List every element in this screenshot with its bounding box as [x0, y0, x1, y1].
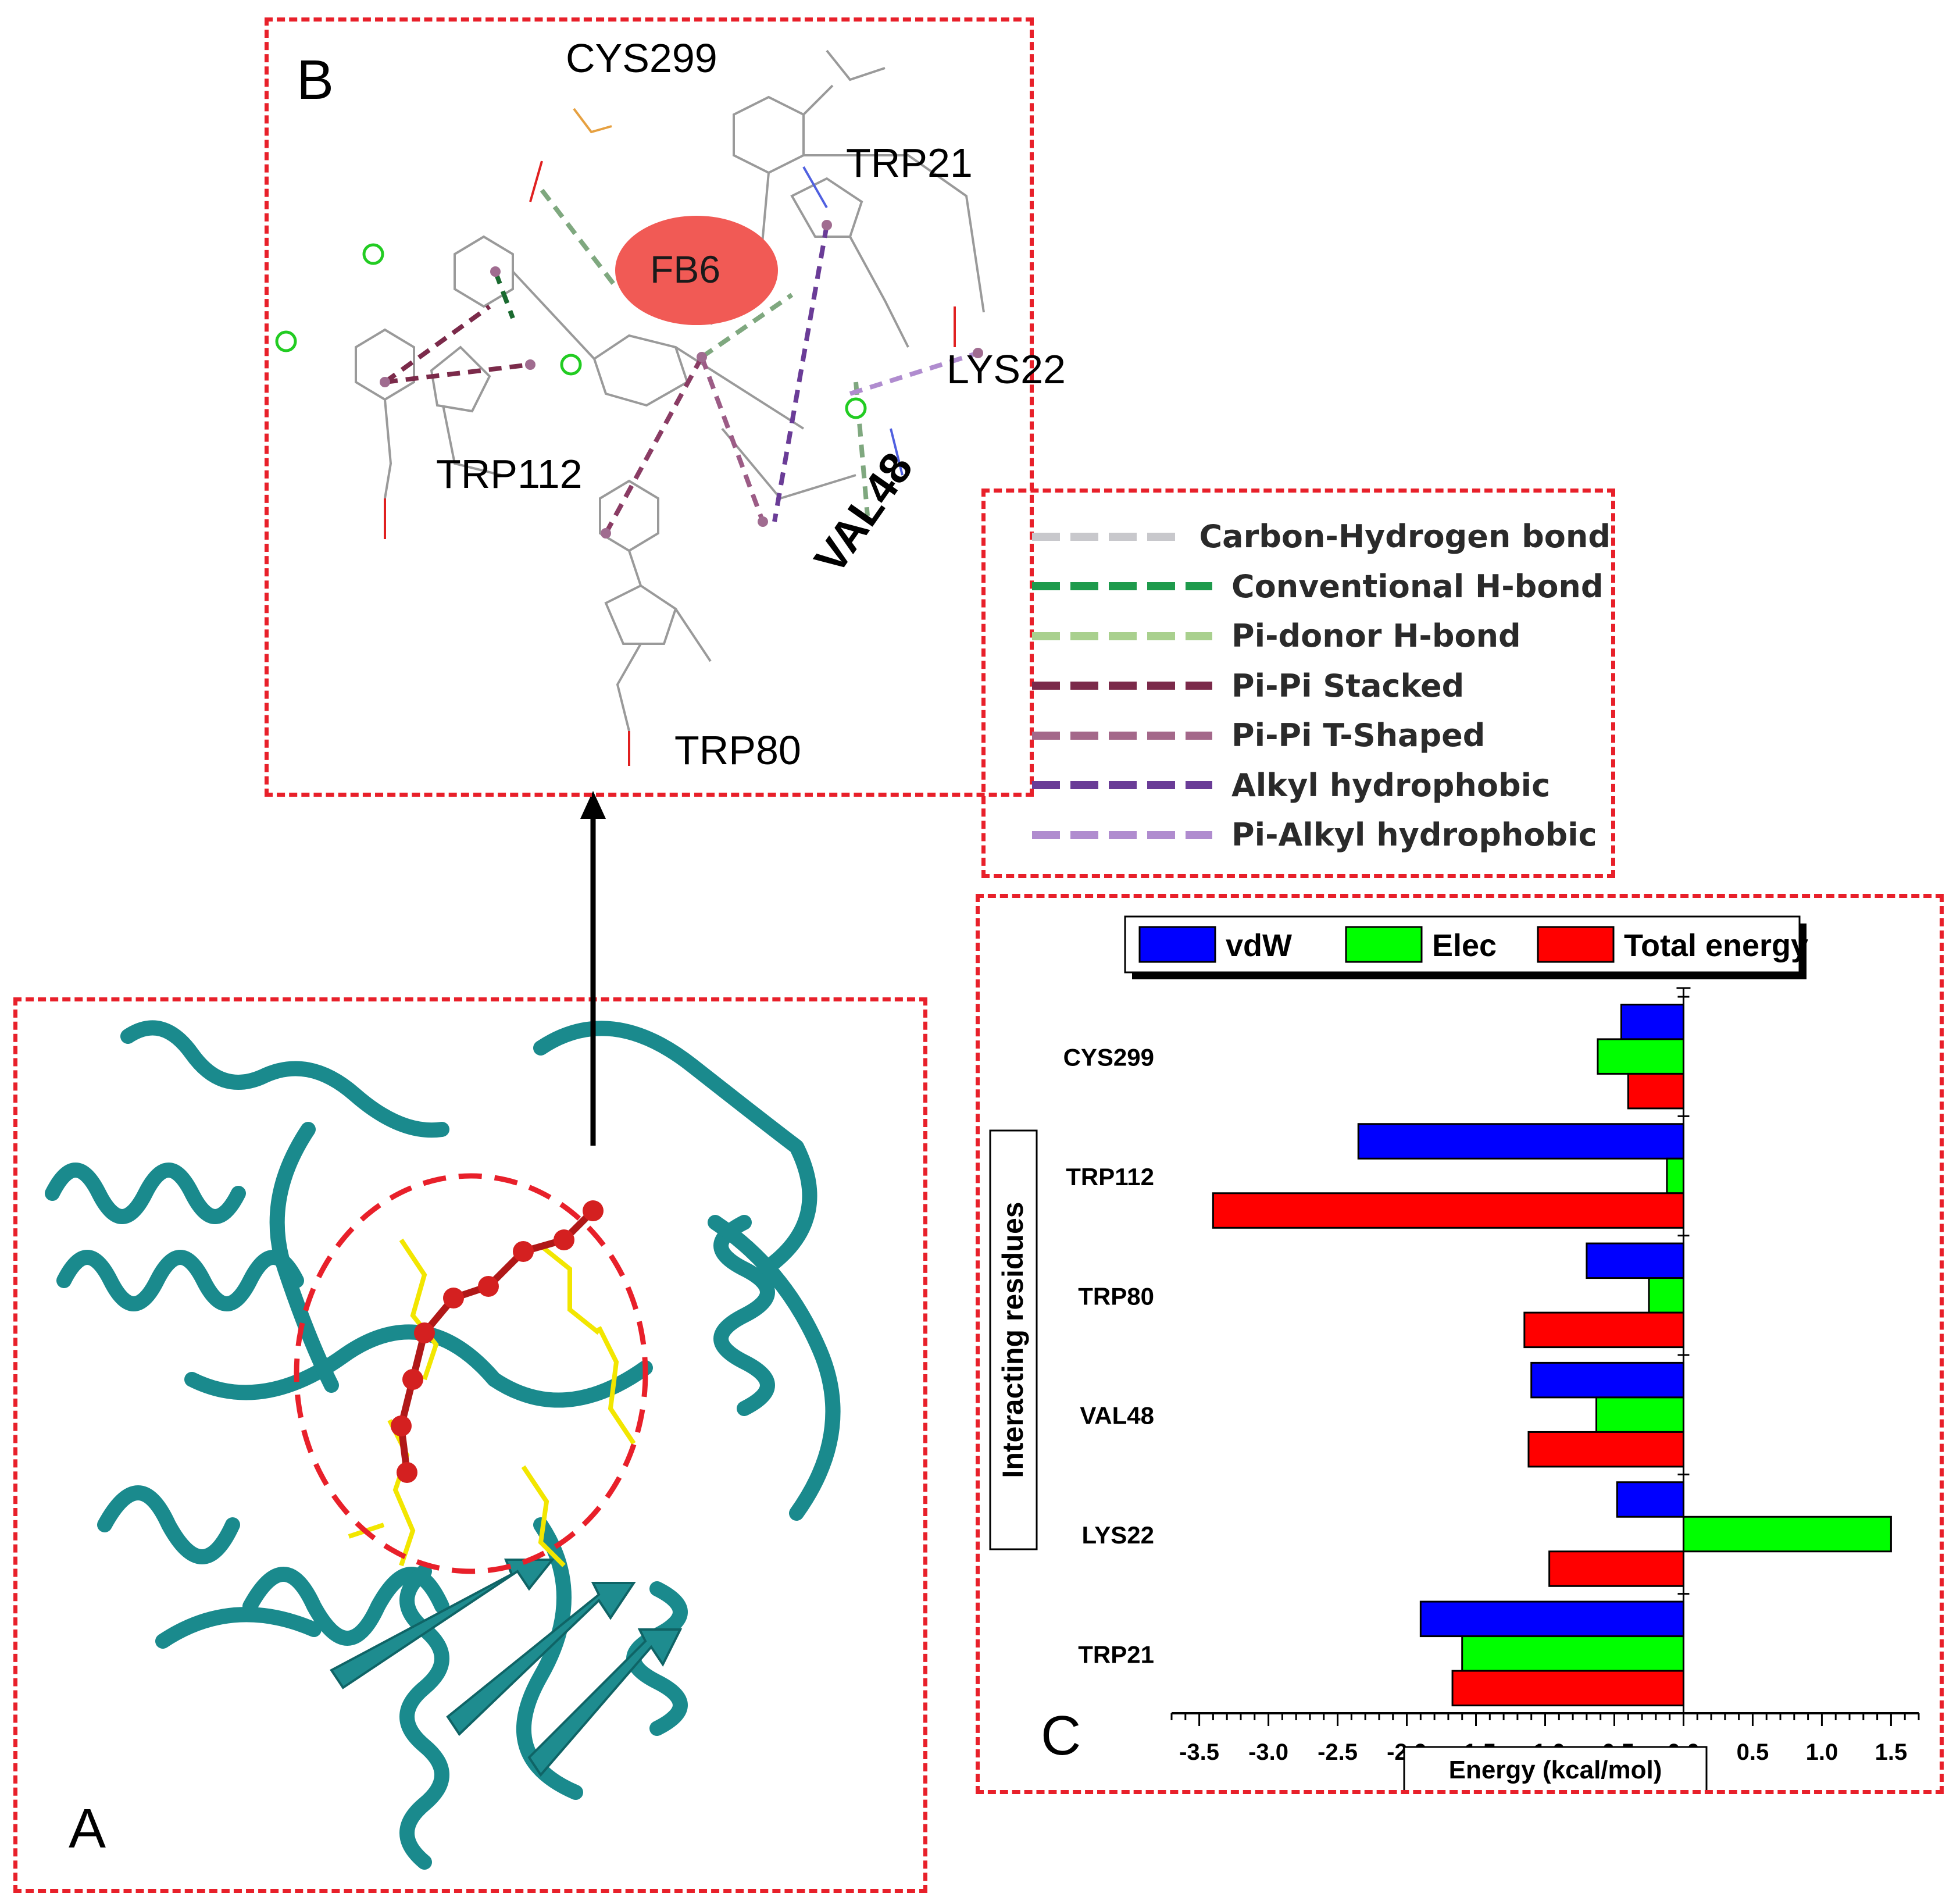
panel-label-a: A	[69, 1798, 106, 1860]
interaction-legend-label: Pi-Pi Stacked	[1231, 667, 1465, 704]
interaction-legend-label: Pi-Pi T-Shaped	[1231, 717, 1486, 754]
legend-label: vdW	[1226, 928, 1292, 963]
residue-label-lys22: LYS22	[947, 347, 1066, 392]
bar-lys22-total-energy	[1548, 1550, 1684, 1587]
x-tick-label: 1.5	[1875, 1739, 1908, 1765]
bar-trp80-elec	[1648, 1277, 1684, 1314]
bar-trp112-total-energy	[1212, 1192, 1684, 1229]
legend-frame	[1124, 915, 1801, 974]
fb6-label: FB6	[650, 248, 721, 291]
panel-c	[976, 894, 1944, 1794]
interaction-legend-item: Pi-Pi T-Shaped	[1029, 711, 1611, 761]
bar-val48-vdw	[1530, 1361, 1684, 1399]
y-tick-label: TRP21	[1078, 1641, 1154, 1668]
interaction-legend-label: Conventional H-bond	[1231, 568, 1604, 605]
residue-label-trp112: TRP112	[436, 451, 583, 497]
y-tick-label: CYS299	[1063, 1044, 1154, 1071]
panel-label-c: C	[1041, 1705, 1081, 1767]
bar-val48-elec	[1595, 1396, 1684, 1433]
y-tick-label: TRP112	[1066, 1163, 1154, 1190]
bar-cys299-total-energy	[1627, 1072, 1684, 1110]
interaction-legend-swatch	[1032, 830, 1212, 839]
interaction-legend-label: Carbon-Hydrogen bond	[1199, 518, 1611, 555]
panel-a	[13, 997, 927, 1893]
interaction-legend-item: Conventional H-bond	[1029, 562, 1611, 612]
x-axis-title-box	[1403, 1746, 1708, 1790]
bar-trp112-elec	[1666, 1157, 1684, 1195]
bar-cys299-vdw	[1620, 1003, 1684, 1040]
interaction-legend-swatch	[1032, 632, 1212, 640]
interaction-diagram	[275, 49, 985, 766]
fb6-marker	[615, 216, 778, 325]
y-tick-label: LYS22	[1081, 1521, 1154, 1549]
bar-lys22-elec	[1682, 1516, 1892, 1553]
y-tick-label: TRP80	[1078, 1282, 1154, 1310]
bar-trp80-total-energy	[1523, 1311, 1684, 1349]
y-axis-title-box	[989, 1129, 1038, 1550]
bar-trp21-elec	[1461, 1635, 1684, 1672]
interaction-legend-item: Alkyl hydrophobic	[1029, 761, 1611, 811]
zoom-arrow	[580, 791, 606, 1146]
bar-val48-total-energy	[1527, 1431, 1684, 1468]
legend-label: Total energy	[1624, 928, 1808, 963]
legend-swatch-elec	[1345, 926, 1423, 963]
chart-legend: vdW Elec Total energy	[1124, 915, 1808, 979]
interaction-legend-swatch	[1032, 582, 1212, 591]
bar-trp21-vdw	[1419, 1600, 1684, 1638]
residue-label-cys299: CYS299	[566, 35, 717, 81]
x-tick-label: 1.0	[1806, 1739, 1838, 1765]
bar-cys299-elec	[1597, 1038, 1684, 1075]
interaction-legend-label: Pi-Alkyl hydrophobic	[1231, 816, 1597, 854]
panel-b	[265, 17, 1034, 797]
interaction-legend-item: Pi-Pi Stacked	[1029, 661, 1611, 711]
interaction-legend-swatch	[1032, 781, 1212, 790]
x-axis-title: Energy (kcal/mol)	[1449, 1756, 1662, 1784]
y-tick-label: VAL48	[1080, 1402, 1154, 1429]
legend-label: Elec	[1432, 928, 1497, 963]
bar-trp112-vdw	[1357, 1123, 1684, 1160]
legend-swatch-vdw	[1138, 926, 1216, 963]
interaction-legend-swatch	[1032, 532, 1183, 541]
y-axis-title: Interacting residues	[997, 1201, 1029, 1478]
residue-label-trp80: TRP80	[674, 728, 801, 773]
x-tick-label: -3.5	[1179, 1739, 1219, 1765]
bar-trp21-total-energy	[1451, 1670, 1684, 1707]
legend-swatch-total-energy	[1537, 926, 1615, 963]
interaction-legend-item: Carbon-Hydrogen bond	[1029, 512, 1611, 562]
bar-trp80-vdw	[1586, 1242, 1684, 1279]
interaction-legend-swatch	[1032, 682, 1212, 690]
x-tick-label: 0.5	[1737, 1739, 1769, 1765]
energy-bar-chart: vdW Elec Total energyCYS299TRP112TRP80VAL4…	[989, 915, 1920, 1790]
interaction-legend-label: Alkyl hydrophobic	[1231, 766, 1551, 804]
x-tick-label: -2.5	[1318, 1739, 1358, 1765]
residue-label-trp21: TRP21	[846, 140, 973, 186]
interaction-legend-swatch	[1032, 731, 1212, 740]
bar-lys22-vdw	[1616, 1481, 1684, 1518]
panel-label-b: B	[297, 49, 334, 111]
interaction-legend-box	[981, 489, 1615, 878]
interaction-legend-label: Pi-donor H-bond	[1231, 618, 1521, 655]
protein-cartoon	[45, 1020, 841, 1870]
x-tick-label: -3.0	[1248, 1739, 1288, 1765]
interaction-legend-item: Pi-Alkyl hydrophobic	[1029, 810, 1611, 860]
interaction-legend-item: Pi-donor H-bond	[1029, 611, 1611, 661]
